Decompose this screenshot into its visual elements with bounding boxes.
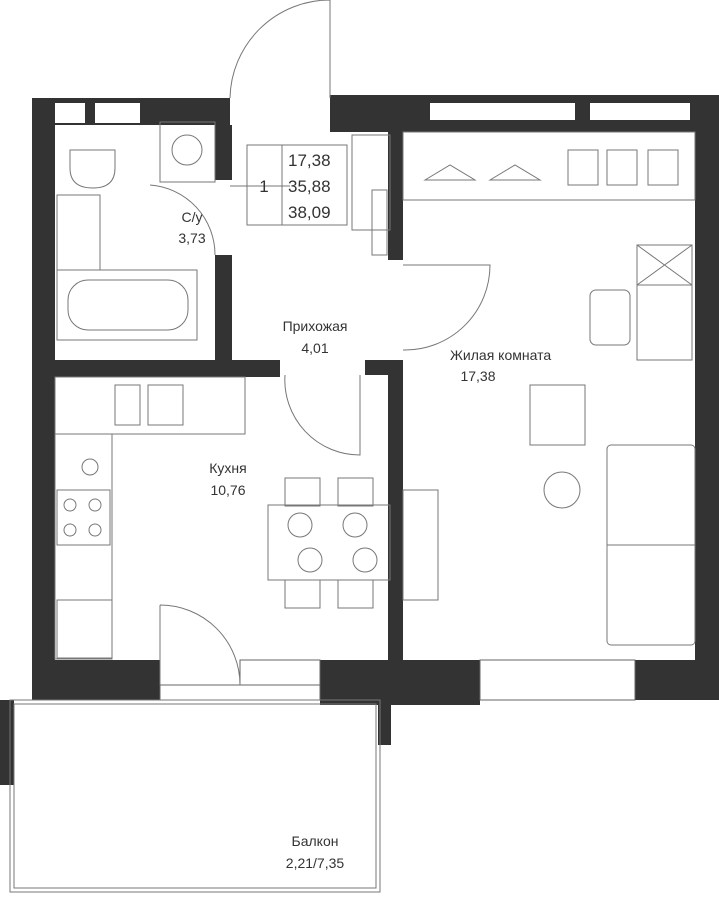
- bathtub-icon: [56, 269, 198, 341]
- toilet-icon: [69, 149, 116, 189]
- kitchen-side-counter: [54, 433, 113, 660]
- stove-icon: [56, 489, 111, 546]
- bathroom-name: С/у: [182, 209, 203, 225]
- balcony-outline: [9, 699, 381, 893]
- balcony-area: 2,21/7,35: [286, 855, 345, 871]
- desk: [636, 284, 693, 361]
- bathroom-door: [149, 184, 216, 256]
- kitchen-name: Кухня: [209, 460, 246, 476]
- sink-icon: [56, 194, 101, 271]
- apartment-summary: 1 17,38 35,88 38,09: [230, 144, 348, 226]
- shoe-rack: [351, 134, 391, 231]
- wardrobe: [402, 131, 696, 201]
- living-name: Жилая комната: [450, 347, 551, 363]
- armchair: [529, 384, 586, 446]
- dining-table: [267, 504, 391, 581]
- balcony-name: Балкон: [292, 833, 339, 849]
- chair: [589, 289, 631, 346]
- hallway-name: Прихожая: [283, 318, 348, 334]
- kitchen-counter: [54, 376, 246, 435]
- washing-machine: [159, 121, 216, 183]
- coffee-table: [543, 471, 581, 509]
- hallway-area: 4,01: [301, 340, 328, 356]
- rooms-count: 1: [259, 177, 268, 196]
- entry-door: [229, 0, 331, 99]
- area-with-balcony: 38,09: [288, 203, 331, 222]
- balcony-door: [159, 604, 241, 686]
- tv-stand: [402, 489, 439, 601]
- kitchen-area: 10,76: [210, 482, 245, 498]
- living-door: [402, 264, 491, 351]
- living-area-label: 17,38: [460, 368, 495, 384]
- living-area: 17,38: [288, 151, 331, 170]
- kitchen-door: [284, 374, 361, 456]
- bathroom-area: 3,73: [178, 230, 205, 246]
- total-area: 35,88: [288, 177, 331, 196]
